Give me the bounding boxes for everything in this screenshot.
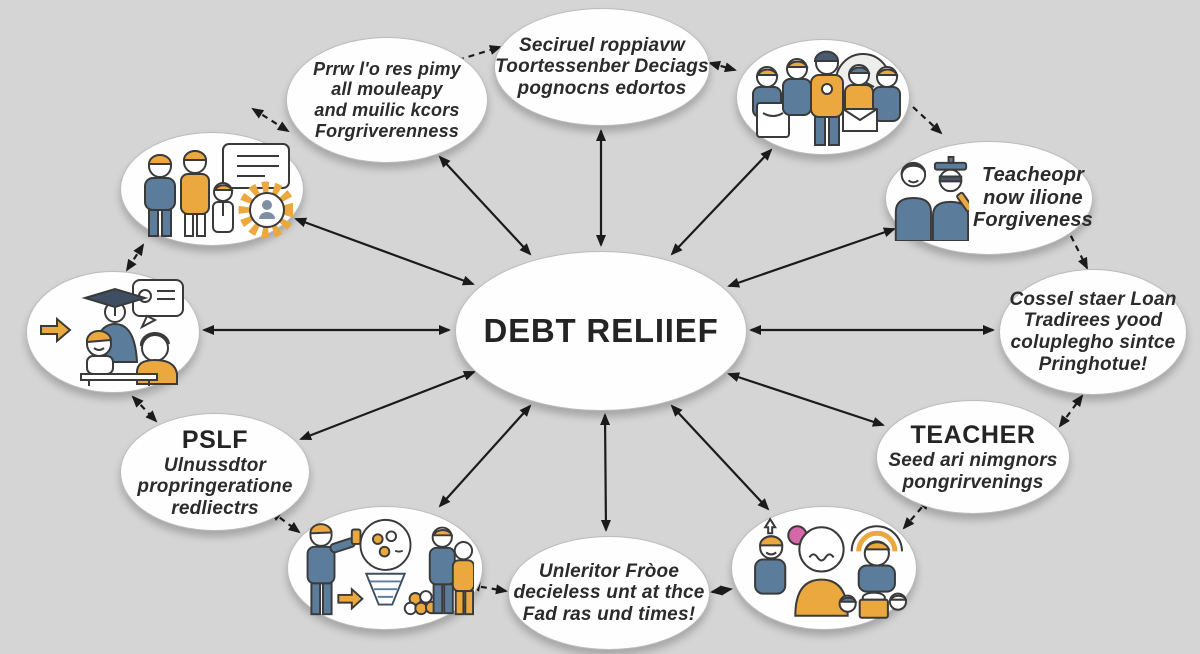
node-text: TEACHER Seed ari nimgnors pongrirvenings <box>888 421 1058 493</box>
node-top-right-icon <box>736 39 910 155</box>
node-text: PSLF Ulnussdtor propringeratione redliec… <box>137 425 293 519</box>
node-bottom-left-icon <box>287 506 483 630</box>
node-right-text: Cossel staer Loan Tradirees yood coluple… <box>999 269 1187 395</box>
center-label: DEBT RELIIEF <box>483 312 719 349</box>
center-node-debt-relief: DEBT RELIIEF <box>455 251 747 411</box>
funnel-coins-advisor-icon <box>306 518 474 616</box>
node-header: PSLF <box>181 425 249 454</box>
node-top-left-text: Prrw l'o res pimy all mouleapy and muili… <box>286 37 488 163</box>
dashed-ring-arrows <box>125 45 1088 596</box>
node-text: Seciruel roppiavw Toortessenber Deciags … <box>495 34 709 99</box>
node-text: Teacheopr now ilione Forgiveness <box>972 163 1094 232</box>
graduation-classroom-icon <box>40 279 184 386</box>
node-text: Unleritor Fròoe decieless unt at thce Fa… <box>513 560 705 625</box>
node-bottom-right-icon <box>731 506 917 630</box>
node-left-icon <box>26 271 200 393</box>
node-text: Cossel staer Loan Tradirees yood coluple… <box>1009 288 1177 375</box>
node-header: TEACHER <box>910 421 1036 450</box>
community-support-icon <box>754 517 907 619</box>
node-upper-left-icon <box>120 132 304 246</box>
node-top-center-text: Seciruel roppiavw Toortessenber Deciags … <box>494 8 710 126</box>
solid-spoke-arrows <box>202 129 995 532</box>
node-teacher: TEACHER Seed ari nimgnors pongrirvenings <box>876 400 1070 514</box>
teacher-graduate-icon <box>894 155 969 241</box>
node-pslf: PSLF Ulnussdtor propringeratione redliec… <box>120 413 310 531</box>
node-text: Prrw l'o res pimy all mouleapy and muili… <box>313 58 461 141</box>
node-bottom-center-text: Unleritor Fròoe decieless unt at thce Fa… <box>508 536 710 650</box>
node-teacheopr: Teacheopr now ilione Forgiveness <box>885 141 1093 255</box>
team-presentation-gear-icon <box>144 143 293 238</box>
construction-team-clock-icon <box>752 50 901 146</box>
